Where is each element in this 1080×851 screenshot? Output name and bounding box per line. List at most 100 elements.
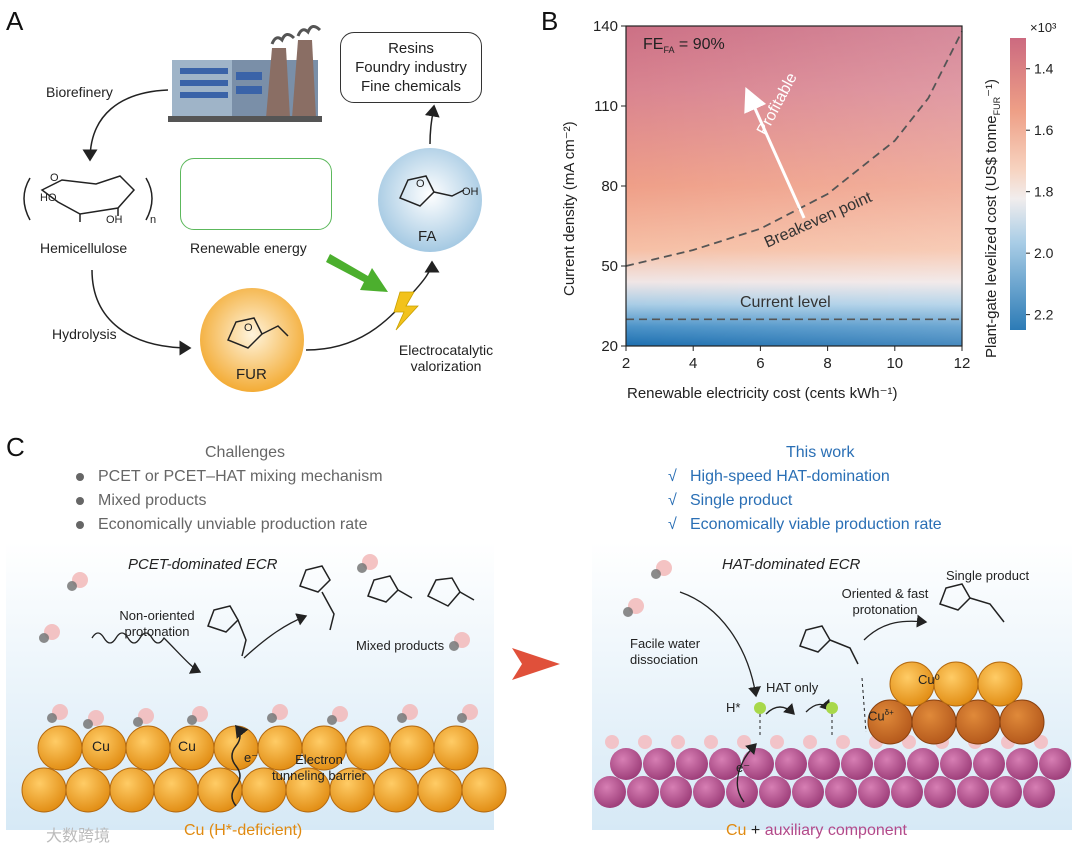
left-caption: Cu (H*-deficient) — [184, 822, 303, 839]
panel-letter-a: A — [6, 6, 24, 36]
left-cu-label-2: Cu — [178, 738, 196, 754]
right-title: HAT-dominated ECR — [722, 556, 861, 573]
h-atom — [638, 735, 652, 749]
cu-atom — [21, 767, 67, 813]
fa-oh: OH — [462, 186, 479, 198]
aux-atom — [808, 748, 840, 780]
panel-a-drawing — [23, 25, 482, 392]
current-level-label: Current level — [740, 294, 831, 311]
aux-atom — [940, 748, 972, 780]
x-tick-label: 12 — [954, 355, 971, 372]
h-atom — [836, 735, 850, 749]
x-axis-title: Renewable electricity cost (cents kWh⁻¹) — [627, 385, 898, 402]
cu-atom — [37, 725, 83, 771]
colorbar-tick-label: 1.4 — [1034, 61, 1054, 77]
aux-atom — [1039, 748, 1071, 780]
h-star-label: H* — [726, 700, 741, 715]
y-axis-title: Current density (mA cm⁻²) — [561, 121, 578, 296]
label-fur: FUR — [236, 366, 267, 383]
x-tick-label: 6 — [756, 355, 764, 372]
aux-atom — [891, 776, 923, 808]
x-tick-label: 8 — [823, 355, 831, 372]
mol-o: O — [50, 172, 59, 184]
right-electron-label: e⁻ — [736, 760, 751, 775]
colorbar-tick-label: 2.2 — [1034, 307, 1054, 323]
product-resins: Resins — [388, 40, 434, 57]
left-electron-label: e⁻ — [244, 750, 259, 765]
water-h-atom — [327, 715, 337, 725]
fa-circle — [378, 148, 482, 252]
aux-atom — [610, 748, 642, 780]
water-h-atom — [623, 607, 633, 617]
mol-ho: HO — [40, 192, 57, 204]
cu-delta-atom — [955, 699, 1001, 745]
aux-atom — [643, 748, 675, 780]
aux-atom — [924, 776, 956, 808]
product-foundry: Foundry industry — [355, 59, 467, 76]
water-h-atom — [357, 563, 367, 573]
fur-circle — [200, 288, 304, 392]
cu-atom — [65, 767, 111, 813]
water-h-atom — [47, 713, 57, 723]
this-work-item: √Economically viable production rate — [668, 516, 942, 533]
x-tick-label: 4 — [689, 355, 697, 372]
y-tick-label: 80 — [601, 178, 618, 195]
water-h-atom — [457, 713, 467, 723]
y-tick-label: 140 — [593, 18, 618, 35]
h-atom — [803, 735, 817, 749]
water-h-atom — [449, 641, 459, 651]
products-box: Resins Foundry industry Fine chemicals — [340, 32, 482, 103]
aux-atom — [990, 776, 1022, 808]
water-h-atom — [67, 581, 77, 591]
colorbar — [1010, 38, 1026, 330]
fa-o: O — [416, 178, 425, 190]
green-arrow-icon — [326, 254, 388, 292]
heatmap-shade — [626, 26, 962, 346]
aux-atom — [825, 776, 857, 808]
y-tick-label: 50 — [601, 258, 618, 275]
water-h-atom — [187, 715, 197, 725]
hat-only-label: HAT only — [766, 680, 819, 695]
challenge-item: Economically unviable production rate — [76, 516, 367, 534]
aux-atom — [594, 776, 626, 808]
label-hemicellulose: Hemicellulose — [40, 240, 128, 256]
cu-delta-atom — [999, 699, 1045, 745]
label-renewable-energy: Renewable energy — [190, 240, 307, 256]
cu0-atom — [977, 661, 1023, 707]
aux-atom — [1006, 748, 1038, 780]
aux-atom — [709, 748, 741, 780]
mixed-products-label: Mixed products — [356, 638, 445, 653]
watermark: 大数跨境 — [46, 828, 111, 845]
aux-atom — [759, 776, 791, 808]
profitable-arrow — [744, 87, 806, 219]
challenge-item: Mixed products — [76, 492, 207, 510]
transition-arrow-icon — [512, 648, 560, 680]
cu-atom — [153, 767, 199, 813]
renewable-energy-box — [180, 158, 332, 230]
aux-atom — [858, 776, 890, 808]
aux-atom — [693, 776, 725, 808]
left-cu-label-1: Cu — [92, 738, 110, 754]
fa-molecule — [398, 175, 465, 207]
y-tick-label: 110 — [594, 98, 618, 115]
aux-atom — [1023, 776, 1055, 808]
lightning-bolt-icon — [393, 291, 419, 331]
water-h-atom — [267, 713, 277, 723]
breakeven-curve — [625, 30, 963, 267]
fur-molecule — [226, 317, 289, 349]
mol-oh: OH — [106, 214, 123, 226]
cu-atom — [433, 725, 479, 771]
water-h-atom — [39, 633, 49, 643]
colorbar-tick-label: 2.0 — [1034, 245, 1054, 261]
aux-atom — [742, 748, 774, 780]
x-tick-label: 2 — [622, 355, 630, 372]
colorbar-multiplier: ×10³ — [1030, 20, 1057, 35]
cu-atom — [109, 767, 155, 813]
aux-atom — [973, 748, 1005, 780]
right-caption: Cu + auxiliary component — [726, 822, 907, 839]
